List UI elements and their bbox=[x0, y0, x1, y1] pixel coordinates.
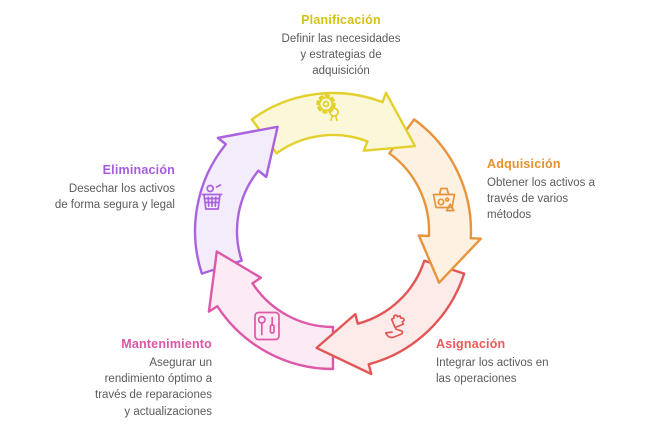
desc-line: Integrar los activos en bbox=[436, 357, 549, 369]
desc-line: Definir las necesidades bbox=[281, 33, 401, 45]
arrowhead-eliminacion bbox=[218, 126, 278, 177]
label-mantenimiento: Mantenimiento Asegurar un rendimiento óp… bbox=[12, 337, 212, 420]
tools-icon bbox=[254, 311, 280, 341]
adquisicion-desc: Obtener los activos a través de varios m… bbox=[487, 175, 652, 224]
desc-line: Obtener los activos a bbox=[487, 177, 596, 189]
desc-line: través de reparaciones bbox=[95, 389, 212, 402]
mantenimiento-title: Mantenimiento bbox=[121, 337, 212, 351]
label-adquisicion: Adquisición Obtener los activos a través… bbox=[487, 157, 652, 224]
arrow-mantenimiento bbox=[207, 250, 335, 371]
planificacion-title: Planificación bbox=[301, 13, 381, 27]
arrow-asignacion bbox=[315, 259, 466, 376]
trash-icon bbox=[201, 184, 223, 210]
desc-line: Asegurar un bbox=[149, 357, 212, 369]
label-asignacion: Asignación Integrar los activos en las o… bbox=[436, 337, 601, 387]
asignacion-desc: Integrar los activos en las operaciones bbox=[436, 355, 601, 387]
desc-line: y estrategias de bbox=[300, 49, 382, 62]
adquisicion-title: Adquisición bbox=[487, 157, 561, 171]
asignacion-title: Asignación bbox=[436, 337, 506, 351]
hand-puzzle-icon bbox=[384, 314, 405, 339]
desc-line: adquisición bbox=[312, 65, 370, 78]
basket-icon bbox=[432, 187, 456, 212]
gear-medal-icon bbox=[316, 94, 339, 122]
desc-line: y actualizaciones bbox=[124, 405, 212, 418]
label-planificacion: Planificación Definir las necesidades y … bbox=[231, 13, 451, 80]
arrowhead-outline-eliminacion bbox=[216, 125, 279, 179]
desc-line: las operaciones bbox=[436, 373, 517, 386]
desc-line: métodos bbox=[487, 209, 532, 222]
eliminacion-title: Eliminación bbox=[102, 163, 175, 177]
cycle-arrows bbox=[193, 91, 482, 376]
desc-line: de forma segura y legal bbox=[54, 199, 175, 212]
desc-line: rendimiento óptimo a bbox=[104, 373, 212, 386]
desc-line: través de varios bbox=[487, 193, 569, 206]
label-eliminacion: Eliminación Desechar los activos de form… bbox=[3, 163, 175, 213]
eliminacion-desc: Desechar los activos de forma segura y l… bbox=[3, 181, 175, 213]
planificacion-desc: Definir las necesidades y estrategias de… bbox=[231, 31, 451, 80]
mantenimiento-desc: Asegurar un rendimiento óptimo a través … bbox=[12, 355, 212, 420]
desc-line: Desechar los activos bbox=[68, 183, 175, 195]
arrow-planificacion bbox=[250, 91, 417, 155]
